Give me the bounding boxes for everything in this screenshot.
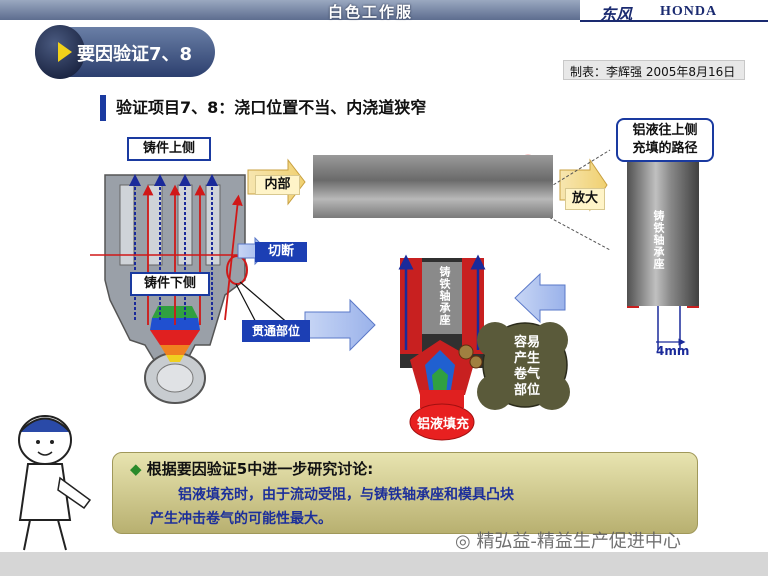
brand-area (580, 0, 768, 22)
top-bar (0, 0, 768, 20)
footer-bar (0, 552, 768, 576)
brand-logo-cn: 东风 (600, 5, 633, 24)
label-bearing-right: 铸铁轴承座 (652, 210, 665, 270)
casting-inner-photo (313, 155, 553, 218)
label-lower-side: 铸件下侧 (130, 272, 210, 296)
conclusion-panel (112, 452, 698, 534)
conclusion-heading-text: 根据要因验证5中进一步研究讨论: (146, 460, 374, 478)
label-cut: 切断 (255, 242, 307, 262)
label-through: 贯通部位 (242, 320, 310, 342)
author-date: 制表：李辉强 2005年8月16日 (563, 60, 745, 80)
conclusion-line2: 产生冲击卷气的可能性最大。 (150, 511, 332, 527)
bearing-cross-section-photo (627, 158, 699, 306)
label-enlarge: 放大 (565, 188, 605, 210)
label-air-trap-line2: 产生 (513, 351, 540, 366)
brand-logo-en: HONDA (660, 4, 718, 19)
label-fill-path-line2: 充填的路径 (632, 141, 698, 156)
arrow-from-right (514, 272, 566, 324)
label-fill: 铝液填充 (416, 417, 469, 432)
label-air-trap-line3: 卷气 (513, 367, 540, 382)
diamond-icon: ◆ (130, 460, 142, 478)
play-arrow-icon (58, 42, 72, 62)
worker-illustration (18, 415, 92, 551)
label-air-trap-line1: 容易 (513, 335, 540, 350)
subtitle: 验证项目7、8：浇口位置不当、内浇道狭窄 (100, 95, 426, 121)
label-fill-path: 铝液往上侧 充填的路径 (616, 118, 714, 162)
watermark-text: 精弘益-精益生产促进中心 (476, 531, 681, 552)
label-air-trap-line4: 部位 (513, 383, 540, 398)
wechat-icon: ◎ (455, 531, 477, 552)
label-fill-path-line1: 铝液往上侧 (632, 123, 698, 138)
conclusion-line1: 铝液填充时，由于流动受阻，与铸铁轴承座和模具凸块 (178, 487, 514, 503)
label-air-trap: 容易 产生 卷气 部位 (503, 335, 551, 399)
label-bearing-center: 铸铁轴承座 (438, 266, 451, 326)
label-dimension: 4mm (656, 344, 690, 358)
conclusion-heading: ◆ 根据要因验证5中进一步研究讨论: (130, 458, 373, 479)
watermark: ◎ 精弘益-精益生产促进中心 (455, 527, 681, 553)
label-upper-side: 铸件上侧 (127, 137, 211, 161)
label-inner: 内部 (255, 175, 300, 195)
arrow-to-bearing (304, 298, 376, 352)
page-title: 要因验证7、8 (77, 44, 193, 65)
header-title: 白色工作服 (328, 3, 414, 21)
